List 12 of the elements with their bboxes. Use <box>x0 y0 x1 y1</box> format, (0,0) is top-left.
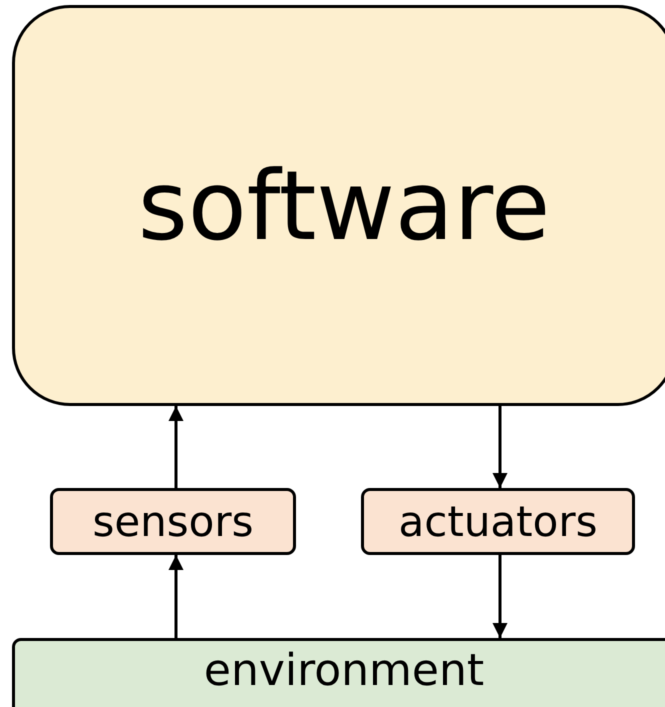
node-label: sensors <box>92 500 254 542</box>
node-label: software <box>138 158 550 254</box>
actuators-box <box>361 488 635 555</box>
arrow <box>168 555 184 638</box>
arrow <box>492 555 508 638</box>
arrow <box>492 406 508 488</box>
environment-band <box>12 638 665 707</box>
software-box <box>12 5 665 406</box>
node-label: environment <box>204 649 484 693</box>
node-label: actuators <box>398 500 598 542</box>
arrow <box>168 406 184 488</box>
sensors-box <box>50 488 296 555</box>
